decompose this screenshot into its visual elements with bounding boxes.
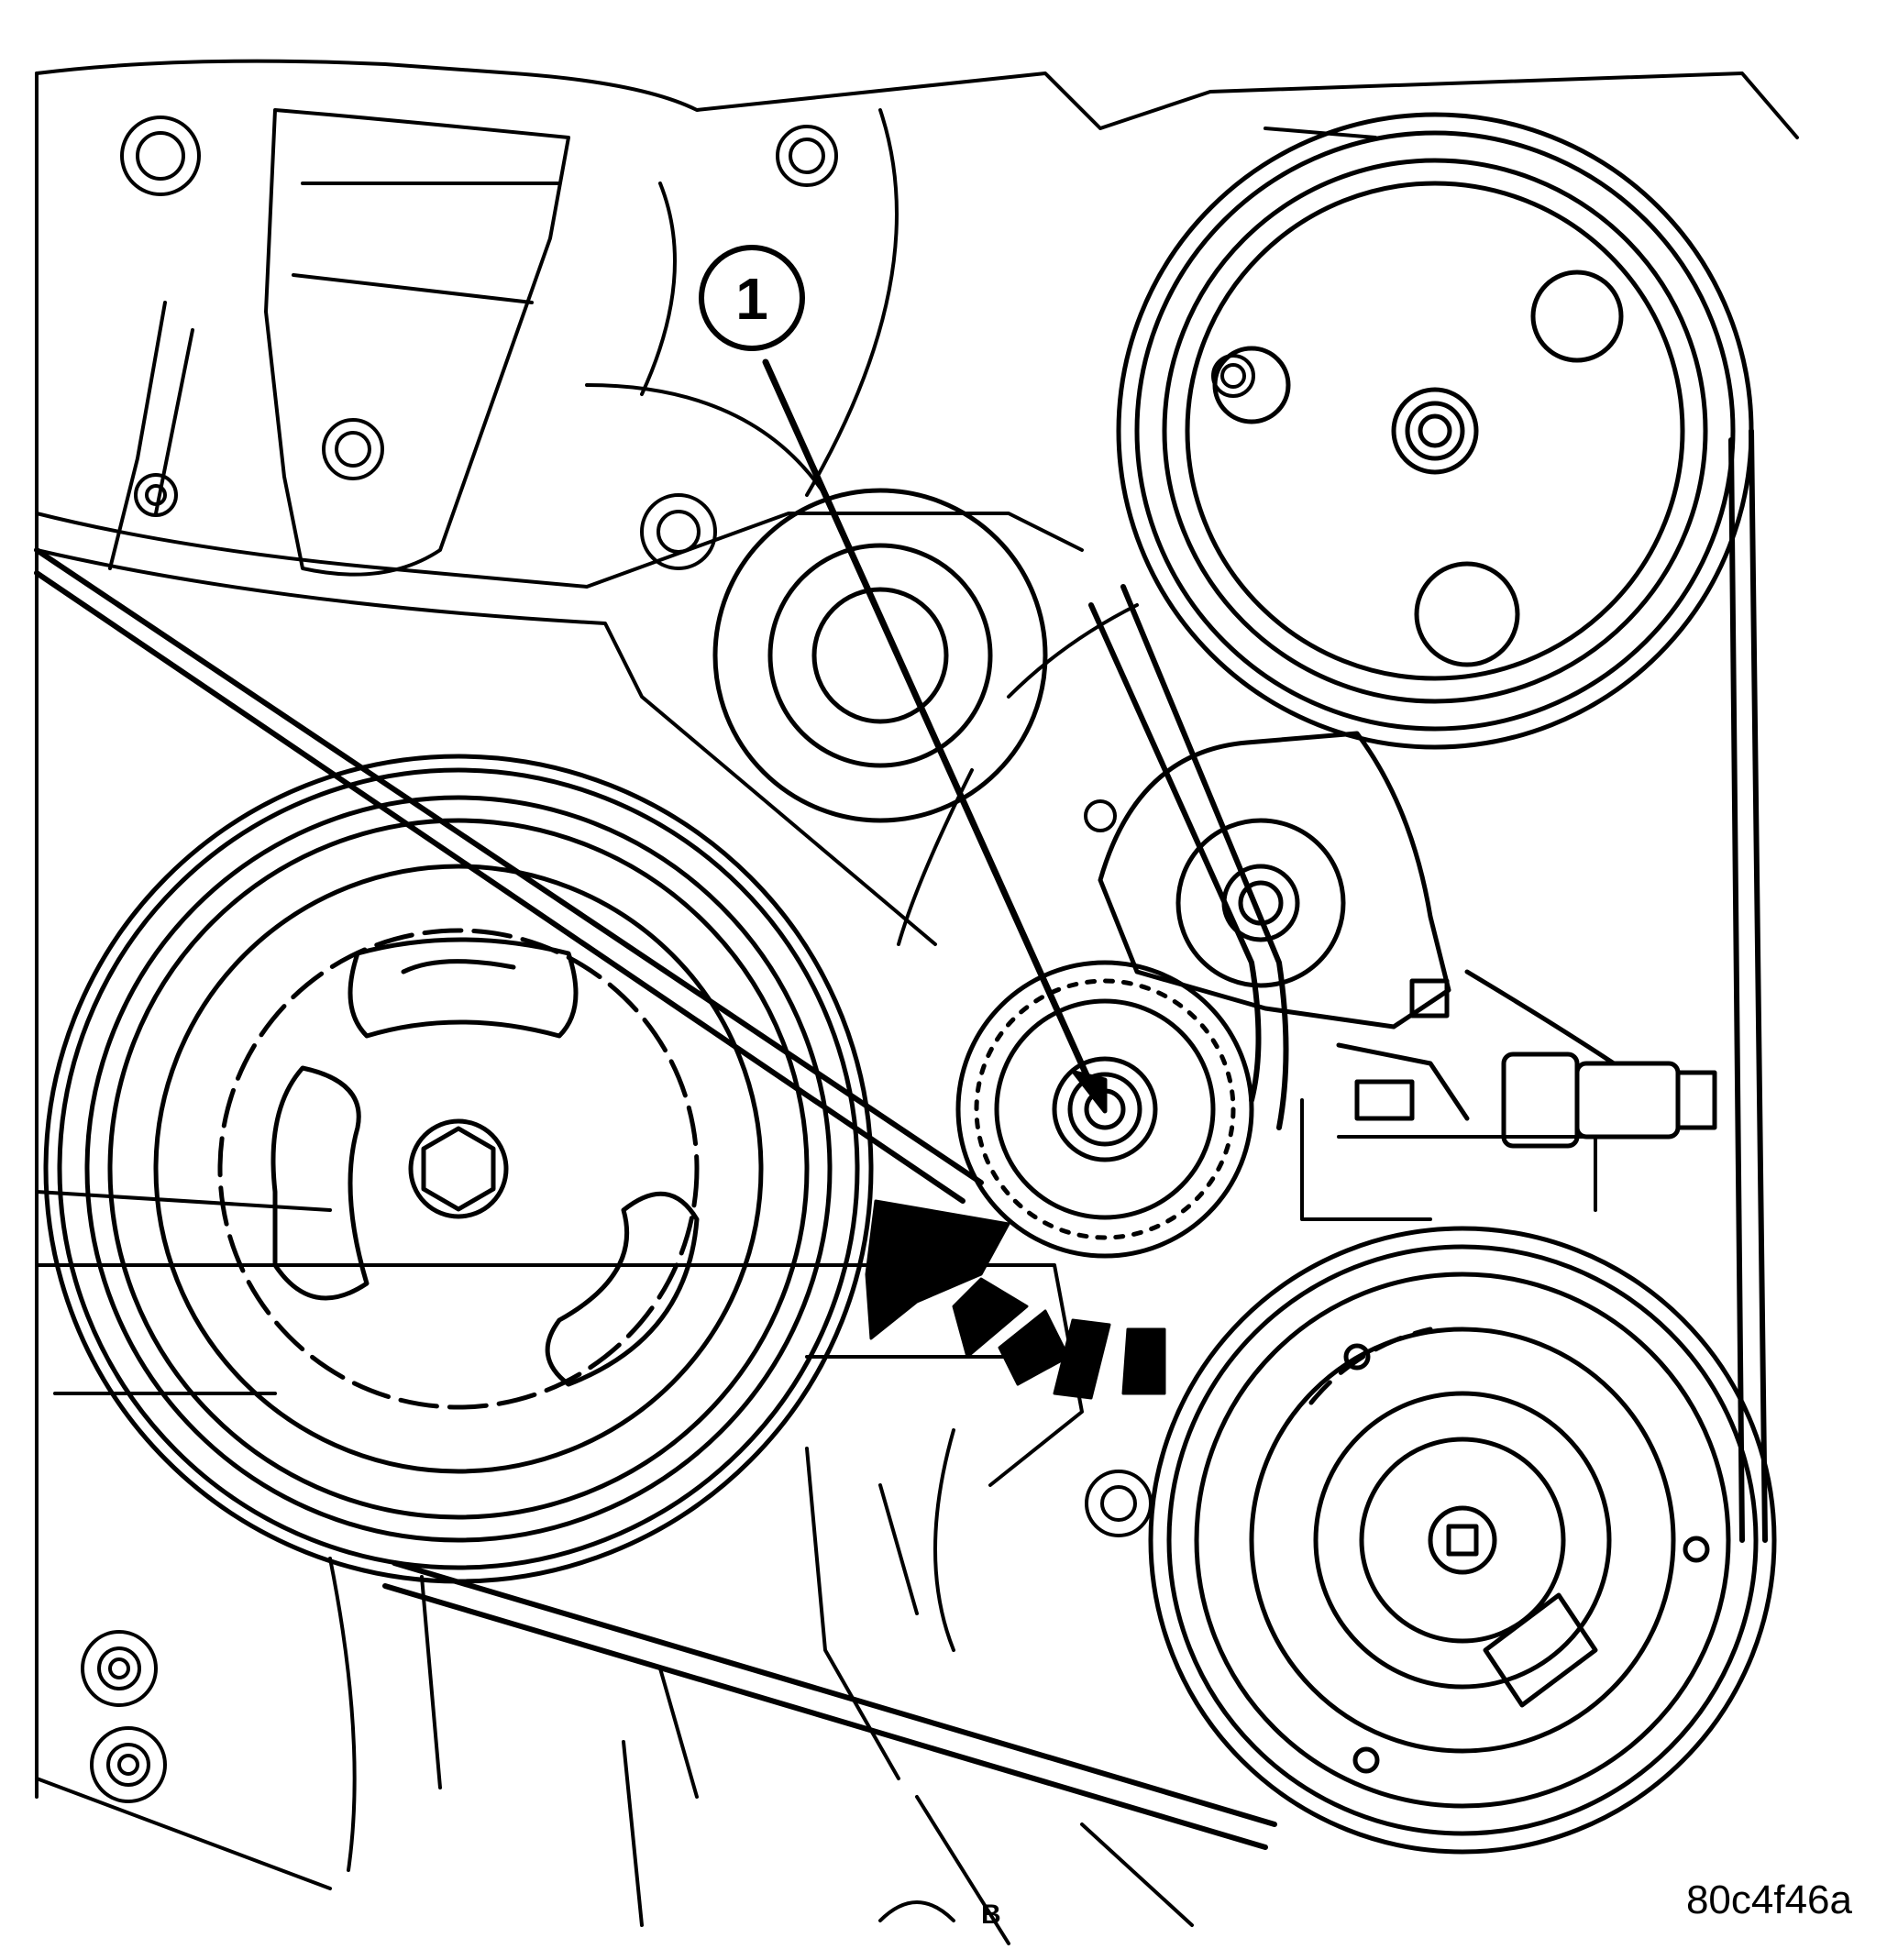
callout-1: 1 [699, 245, 1108, 1114]
sensor-connector [1336, 969, 1717, 1149]
ac-compressor-pulley [1148, 1226, 1777, 1855]
callout-1-label: 1 [735, 266, 768, 332]
engine-background [35, 59, 1799, 1945]
belt-tensioner-pulley [955, 960, 1254, 1259]
upper-idler-pulley [712, 488, 1048, 823]
tensioner-bracket [1098, 731, 1451, 1030]
engine-bolts [81, 116, 1255, 1803]
crankshaft-pulley [43, 754, 874, 1584]
power-steering-pulley [1116, 112, 1754, 750]
serpentine-belt [34, 428, 1768, 1850]
rotation-arrow [865, 1199, 1166, 1400]
bottom-letter-mark: B [878, 1899, 1001, 1930]
figure-id: 80c4f46a [1685, 1877, 1852, 1922]
letter-mark-label: B [981, 1899, 1001, 1930]
